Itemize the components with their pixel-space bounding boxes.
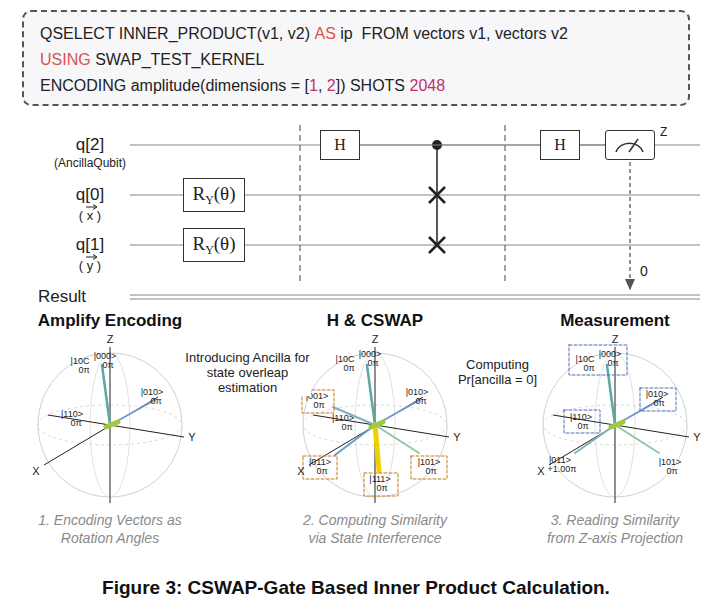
state-label: 0π (376, 484, 387, 494)
stage-title: Measurement (520, 311, 710, 331)
connector (580, 144, 605, 145)
gate-text: H (334, 136, 346, 153)
state-label: Z (612, 333, 619, 345)
circuit-label: Result (38, 288, 86, 307)
circuit-label: ( x ) (79, 209, 101, 223)
state-label: 0π (425, 467, 436, 477)
circuit-label: q[0] (76, 186, 104, 205)
gate-text: R (192, 183, 205, 204)
code-line: QSELECT INNER_PRODUCT(v1, v2)AS ip FROM v… (40, 21, 672, 47)
gate-box: RY(θ) (183, 178, 245, 212)
state-label: 0π (343, 364, 354, 374)
stage-caption: 3. Reading Similarity from Z-axis Projec… (538, 511, 693, 547)
circuit-label: ( y ) (79, 259, 101, 273)
measure-gate: Z (605, 130, 655, 160)
state-label: X (32, 465, 39, 477)
query-box: QSELECT INNER_PRODUCT(v1, v2)AS ip FROM v… (22, 10, 690, 106)
gate-label: RY(θ) (192, 233, 235, 258)
circuit-label: (AncillaQubit) (54, 157, 126, 170)
circuit-label: q[2] (76, 136, 104, 155)
gate-text: (θ) (214, 183, 236, 204)
gate-text: H (554, 136, 566, 153)
code-line: USINGSWAP_TEST_KERNEL (40, 47, 672, 73)
circuit-label: q[1] (76, 236, 104, 255)
axis-label: Z (660, 125, 667, 139)
state-label: 0π (607, 359, 618, 369)
gate-box: H (320, 130, 360, 160)
connector (360, 144, 540, 145)
state-label: 0π (150, 397, 161, 407)
state-label: +1.00π (548, 465, 577, 475)
state-label: 0π (341, 423, 352, 433)
state-label: 0π (577, 422, 588, 432)
code-token: AS (314, 25, 335, 42)
stage-caption: 1. Encoding Vectors as Rotation Angles (30, 511, 190, 547)
edge-label: Computing Pr[ancilla = 0] (447, 356, 549, 388)
state-label: 0π (415, 397, 426, 407)
code-token: USING (40, 51, 91, 68)
code-line: ENCODING amplitude(dimensions = [1, 2]) … (40, 73, 672, 99)
state-label: 0π (316, 467, 327, 477)
figure-caption: Figure 3: CSWAP-Gate Based Inner Product… (0, 577, 712, 599)
stage-panel: Amplify Encoding1. Encoding Vectors as R… (20, 308, 200, 558)
code-token: QSELECT INNER_PRODUCT(v1, v2) (40, 25, 310, 42)
code-token: 2048 (410, 77, 446, 94)
gate-label: RY(θ) (192, 183, 235, 208)
code-token: , (318, 77, 327, 94)
state-label: Y (693, 431, 700, 443)
state-label: 0π (70, 419, 81, 429)
state-label: Z (107, 333, 114, 345)
gate-text: R (192, 233, 205, 254)
code-token: ]) SHOTS (336, 77, 405, 94)
code-token: ENCODING amplitude(dimensions = [ (40, 77, 309, 94)
state-label: 0π (313, 401, 324, 411)
state-label: 0π (666, 467, 677, 477)
meter-icon (606, 131, 653, 158)
gate-box: RY(θ) (183, 228, 245, 262)
gate-label: H (334, 136, 346, 154)
state-label: 0π (367, 359, 378, 369)
stage-panel: H & CSWAP2. Computing Similarity via Sta… (295, 308, 455, 558)
stage-caption: 2. Computing Similarity via State Interf… (293, 511, 458, 547)
gate-text: (θ) (214, 233, 236, 254)
circuit-label: 0 (640, 264, 648, 279)
code-token: ip FROM vectors v1, vectors v2 (340, 25, 568, 42)
stage-title: H & CSWAP (275, 311, 475, 331)
gate-text: Y (205, 243, 214, 257)
stage-title: Amplify Encoding (0, 311, 220, 331)
state-label: Z (372, 333, 379, 345)
state-label: 0π (653, 399, 664, 409)
gate-box: H (540, 130, 580, 160)
code-token: 2 (327, 77, 336, 94)
code-token: SWAP_TEST_KERNEL (95, 51, 264, 68)
code-token: 1 (309, 77, 318, 94)
state-label: X (297, 465, 304, 477)
gate-text: Y (205, 193, 214, 207)
stage-panel: Measurement3. Reading Similarity from Z-… (540, 308, 690, 558)
state-label: 0π (102, 361, 113, 371)
state-label: Y (453, 431, 460, 443)
state-label: 0π (78, 366, 89, 376)
edge-label: Introducing Ancilla for state overleap e… (185, 349, 311, 396)
state-label: 0π (583, 364, 594, 374)
gate-label: H (554, 136, 566, 154)
state-label: Y (188, 431, 195, 443)
state-label: X (537, 465, 544, 477)
